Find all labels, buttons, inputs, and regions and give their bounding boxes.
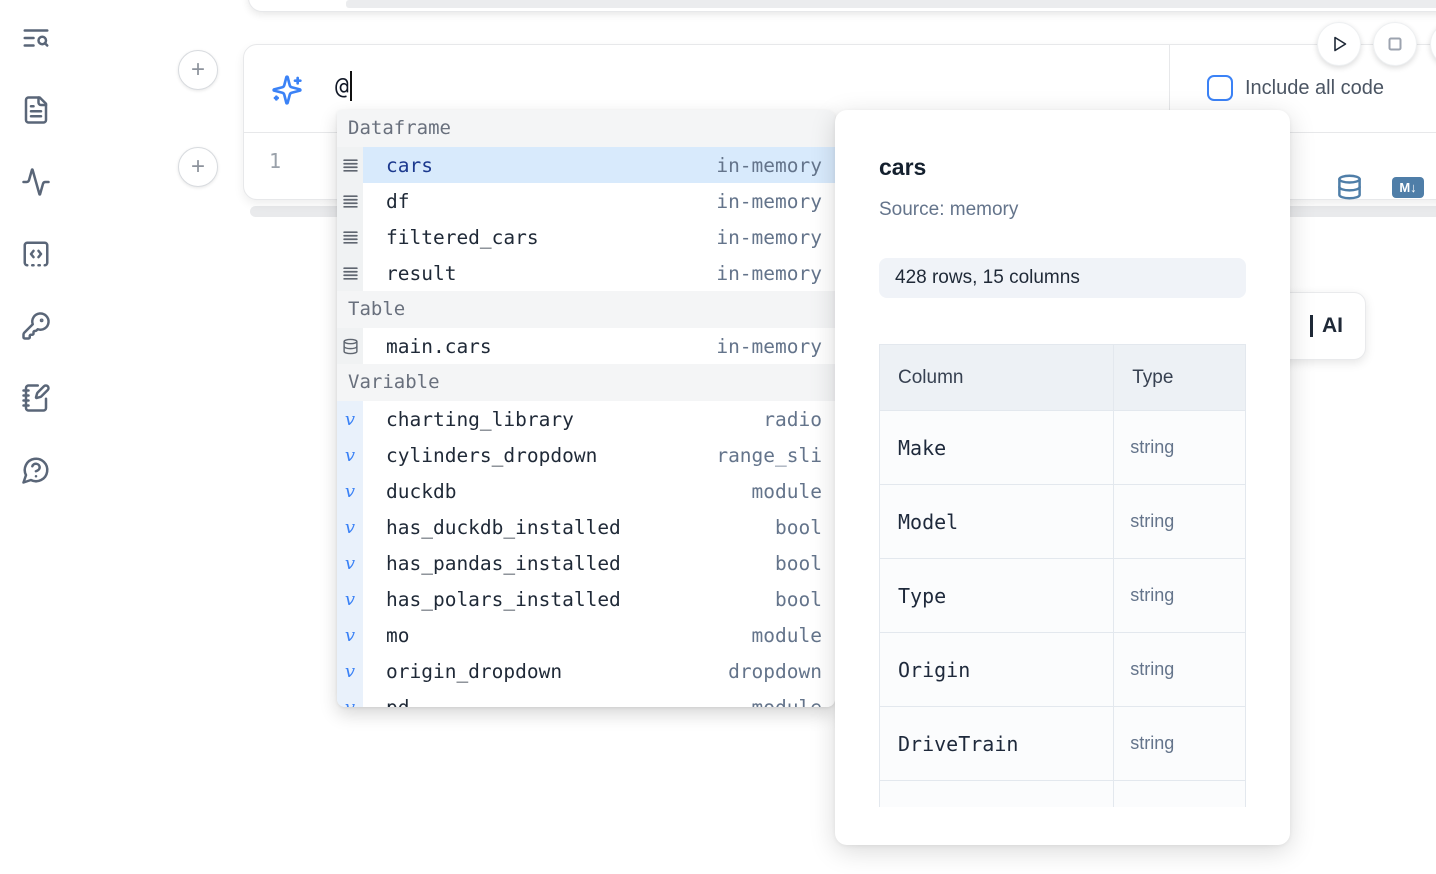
- variable-icon: v: [337, 617, 363, 653]
- sidebar: [20, 22, 54, 526]
- variable-icon: v: [337, 401, 363, 437]
- variable-icon: v: [337, 437, 363, 473]
- section-header-variable: Variable: [337, 364, 835, 401]
- run-cell-button[interactable]: [1317, 22, 1361, 66]
- ai-button-label: AI: [1322, 314, 1343, 337]
- schema-row: Model string: [879, 484, 1246, 559]
- variable-icon: v: [337, 581, 363, 617]
- line-number: 1: [269, 149, 282, 173]
- variable-icon: v: [337, 473, 363, 509]
- help-chat-icon[interactable]: [20, 454, 52, 486]
- play-icon: [1334, 36, 1347, 52]
- schema-row: Origin string: [879, 632, 1246, 707]
- add-cell-below-button[interactable]: +: [178, 147, 218, 187]
- schema-row-partial: [879, 780, 1246, 807]
- clipped-letter: [1310, 315, 1313, 337]
- dataframe-preview-panel: cars Source: memory 428 rows, 15 columns…: [835, 110, 1290, 845]
- stop-cell-button[interactable]: [1373, 22, 1417, 66]
- schema-table: Column Type Make string Model string Typ…: [879, 344, 1246, 807]
- previous-cell-bottom: [248, 0, 1436, 12]
- variable-icon: v: [337, 545, 363, 581]
- checkbox-label: Include all code: [1245, 76, 1384, 99]
- preview-title: cars: [879, 154, 927, 180]
- schema-row: Make string: [879, 410, 1246, 485]
- key-icon[interactable]: [20, 310, 52, 342]
- prompt-value: @: [335, 74, 349, 100]
- dataframe-rows-icon: [337, 219, 363, 255]
- file-document-icon[interactable]: [20, 94, 52, 126]
- schema-table-wrap: Column Type Make string Model string Typ…: [879, 344, 1246, 807]
- variable-icon: v: [337, 509, 363, 545]
- prompt-divider: [1169, 45, 1170, 132]
- preview-source: Source: memory: [879, 199, 1019, 220]
- section-header-dataframe: Dataframe: [337, 110, 835, 147]
- variable-icon: v: [337, 653, 363, 689]
- table-database-icon: [337, 328, 363, 364]
- checkbox-icon[interactable]: [1207, 75, 1233, 101]
- sparkles-ai-icon: [271, 74, 303, 106]
- shape-badge: 428 rows, 15 columns: [879, 258, 1246, 298]
- schema-header-type: Type: [1113, 344, 1246, 411]
- notebook-pen-icon[interactable]: [20, 382, 52, 414]
- dataframe-rows-icon: [337, 147, 363, 183]
- stop-icon: [1388, 37, 1402, 51]
- activity-icon[interactable]: [20, 166, 52, 198]
- database-cell-action-icon[interactable]: [1336, 173, 1363, 206]
- schema-header-column: Column: [879, 344, 1115, 411]
- previous-cell-output-strip: [346, 0, 1436, 8]
- schema-row: DriveTrain string: [879, 706, 1246, 781]
- toc-search-icon[interactable]: [20, 22, 52, 54]
- dataframe-rows-icon: [337, 255, 363, 291]
- scratchpad-code-icon[interactable]: [20, 238, 52, 270]
- section-header-table: Table: [337, 291, 835, 328]
- ai-prompt-input[interactable]: @: [335, 71, 353, 101]
- add-cell-above-button[interactable]: +: [178, 50, 218, 90]
- variable-icon: v: [337, 689, 363, 707]
- dataframe-rows-icon: [337, 183, 363, 219]
- schema-row: Type string: [879, 558, 1246, 633]
- markdown-cell-action-icon[interactable]: M↓: [1392, 177, 1424, 198]
- include-all-code-checkbox[interactable]: Include all code: [1207, 75, 1384, 101]
- text-cursor: [349, 71, 353, 101]
- code-editor-row[interactable]: 1 M↓: [244, 133, 1436, 200]
